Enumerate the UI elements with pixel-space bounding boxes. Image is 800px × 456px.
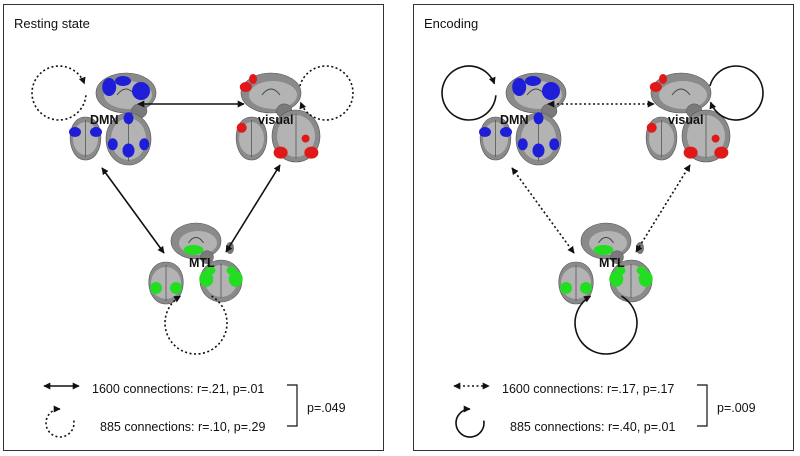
panel-title: Resting state (14, 16, 90, 31)
dmn-mtl-arrow (101, 167, 165, 254)
visual-self-loop (299, 65, 354, 121)
mtl-label: MTL (599, 256, 625, 270)
resting-state-diagram (31, 65, 354, 438)
panel-resting-state: Resting state DMN visual MTL 1600 connec… (3, 4, 384, 451)
mtl-self-loop (574, 295, 638, 355)
visual-mtl-arrow (635, 164, 691, 253)
panel-title: Encoding (424, 16, 479, 31)
mtl-network-brains (558, 222, 653, 305)
encoding-diagram (441, 65, 764, 438)
visual-label: visual (668, 113, 704, 127)
panel-encoding: Encoding DMN visual MTL 1600 connections… (413, 4, 794, 451)
legend-bracket (287, 384, 298, 427)
dmn-label: DMN (500, 113, 529, 127)
p-value-text: p=.049 (307, 401, 346, 415)
dmn-self-loop (31, 65, 87, 121)
mtl-network-brains (148, 222, 243, 305)
legend-within-text: 885 connections: r=.40, p=.01 (510, 420, 676, 434)
p-value-text: p=.009 (717, 401, 756, 415)
legend-within-loop (455, 405, 485, 438)
visual-label: visual (258, 113, 294, 127)
visual-self-loop (709, 65, 764, 121)
visual-network-brains (235, 72, 321, 163)
visual-mtl-arrow (225, 164, 281, 253)
legend-bracket (697, 384, 708, 427)
dmn-self-loop (441, 65, 497, 121)
mtl-self-loop (164, 295, 228, 355)
legend-between-text: 1600 connections: r=.21, p=.01 (92, 382, 265, 396)
visual-network-brains (645, 72, 731, 163)
legend-within-loop (45, 405, 75, 438)
legend-within-text: 885 connections: r=.10, p=.29 (100, 420, 266, 434)
mtl-label: MTL (189, 256, 215, 270)
dmn-mtl-arrow (511, 167, 575, 254)
dmn-label: DMN (90, 113, 119, 127)
legend-between-text: 1600 connections: r=.17, p=.17 (502, 382, 675, 396)
